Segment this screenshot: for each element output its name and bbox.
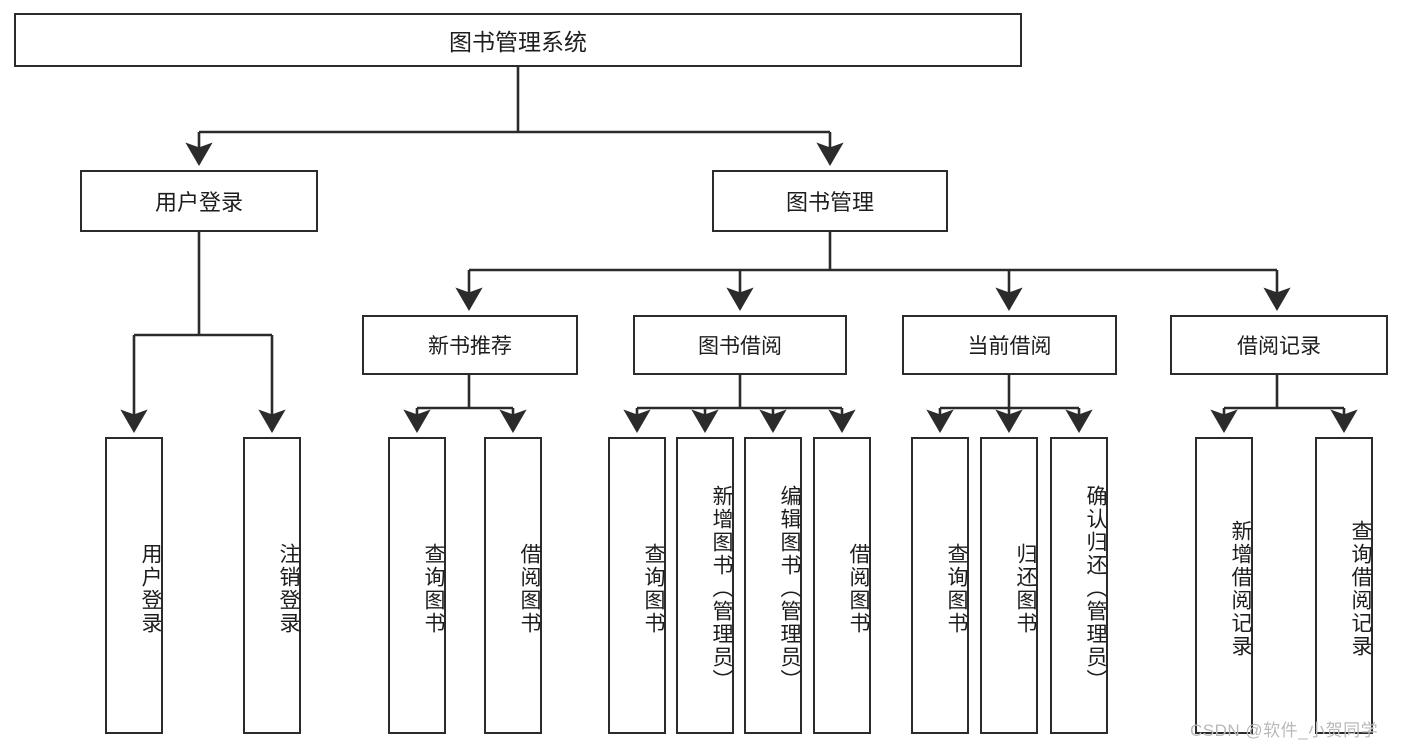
- leaf-label: 编辑图书（管理员）: [778, 485, 801, 692]
- leaf-return-book[interactable]: 归还图书: [980, 437, 1038, 734]
- leaf-label: 用户登录: [139, 542, 162, 635]
- leaf-add-book-admin[interactable]: 新增图书（管理员）: [676, 437, 734, 734]
- leaf-label: 借阅图书: [847, 542, 870, 635]
- leaf-confirm-return-admin[interactable]: 确认归还（管理员）: [1050, 437, 1108, 734]
- leaf-user-login[interactable]: 用户登录: [105, 437, 163, 734]
- leaf-label: 查询借阅记录: [1349, 519, 1372, 658]
- leaf-logout[interactable]: 注销登录: [243, 437, 301, 734]
- leaf-label: 新增借阅记录: [1229, 519, 1252, 658]
- node-current-borrow[interactable]: 当前借阅: [902, 315, 1117, 375]
- csdn-watermark: CSDN @软件_小贺同学: [1190, 721, 1379, 740]
- leaf-label: 归还图书: [1014, 542, 1037, 635]
- leaf-label: 查询图书: [422, 542, 445, 635]
- leaf-query-book-current[interactable]: 查询图书: [911, 437, 969, 734]
- leaf-query-book-recommend[interactable]: 查询图书: [388, 437, 446, 734]
- leaf-label: 新增图书（管理员）: [710, 485, 733, 692]
- leaf-label: 注销登录: [277, 542, 300, 635]
- leaf-query-book-borrow[interactable]: 查询图书: [608, 437, 666, 734]
- leaf-label: 确认归还（管理员）: [1084, 485, 1107, 692]
- leaf-borrow-book-recommend[interactable]: 借阅图书: [484, 437, 542, 734]
- leaf-edit-book-admin[interactable]: 编辑图书（管理员）: [744, 437, 802, 734]
- node-new-book-recommend[interactable]: 新书推荐: [362, 315, 578, 375]
- leaf-label: 查询图书: [945, 542, 968, 635]
- node-borrow-record[interactable]: 借阅记录: [1170, 315, 1388, 375]
- node-book-manage[interactable]: 图书管理: [712, 170, 948, 232]
- leaf-add-borrow-record[interactable]: 新增借阅记录: [1195, 437, 1253, 734]
- node-book-borrow[interactable]: 图书借阅: [633, 315, 847, 375]
- leaf-label: 查询图书: [642, 542, 665, 635]
- node-root-system[interactable]: 图书管理系统: [14, 13, 1022, 67]
- node-user-login[interactable]: 用户登录: [80, 170, 318, 232]
- leaf-label: 借阅图书: [518, 542, 541, 635]
- leaf-borrow-book[interactable]: 借阅图书: [813, 437, 871, 734]
- leaf-query-borrow-record[interactable]: 查询借阅记录: [1315, 437, 1373, 734]
